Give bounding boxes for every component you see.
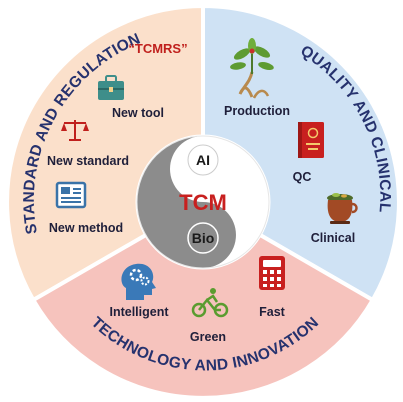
calculator-icon (259, 256, 285, 290)
clinical-label: Clinical (311, 231, 355, 245)
ai-label: AI (196, 152, 210, 168)
herbal-pot-icon (327, 193, 358, 224)
yin-yang-center: AI Bio TCM (135, 134, 271, 270)
cyclist-icon (191, 288, 229, 318)
tcm-title: TCM (179, 190, 227, 215)
production-label: Production (224, 104, 290, 118)
green-label: Green (190, 330, 226, 344)
ai-dot (187, 144, 219, 176)
new-tool-label: New tool (112, 106, 164, 120)
pharmacopoeia-book-icon (298, 122, 324, 158)
new-standard-label: New standard (47, 154, 129, 168)
briefcase-icon (98, 75, 124, 100)
intelligent-label: Intelligent (109, 305, 169, 319)
bio-dot (187, 222, 219, 254)
fast-label: Fast (259, 305, 286, 319)
scales-icon (61, 120, 89, 141)
qc-label: QC (293, 170, 312, 184)
new-method-label: New method (49, 221, 123, 235)
tcmrs-label: “TCMRS” (128, 41, 187, 56)
sector-technology-innovation (30, 199, 376, 400)
newspaper-icon (55, 181, 87, 209)
bio-label: Bio (192, 230, 215, 246)
brain-gears-icon (121, 263, 156, 300)
ginseng-plant-icon (230, 38, 274, 99)
